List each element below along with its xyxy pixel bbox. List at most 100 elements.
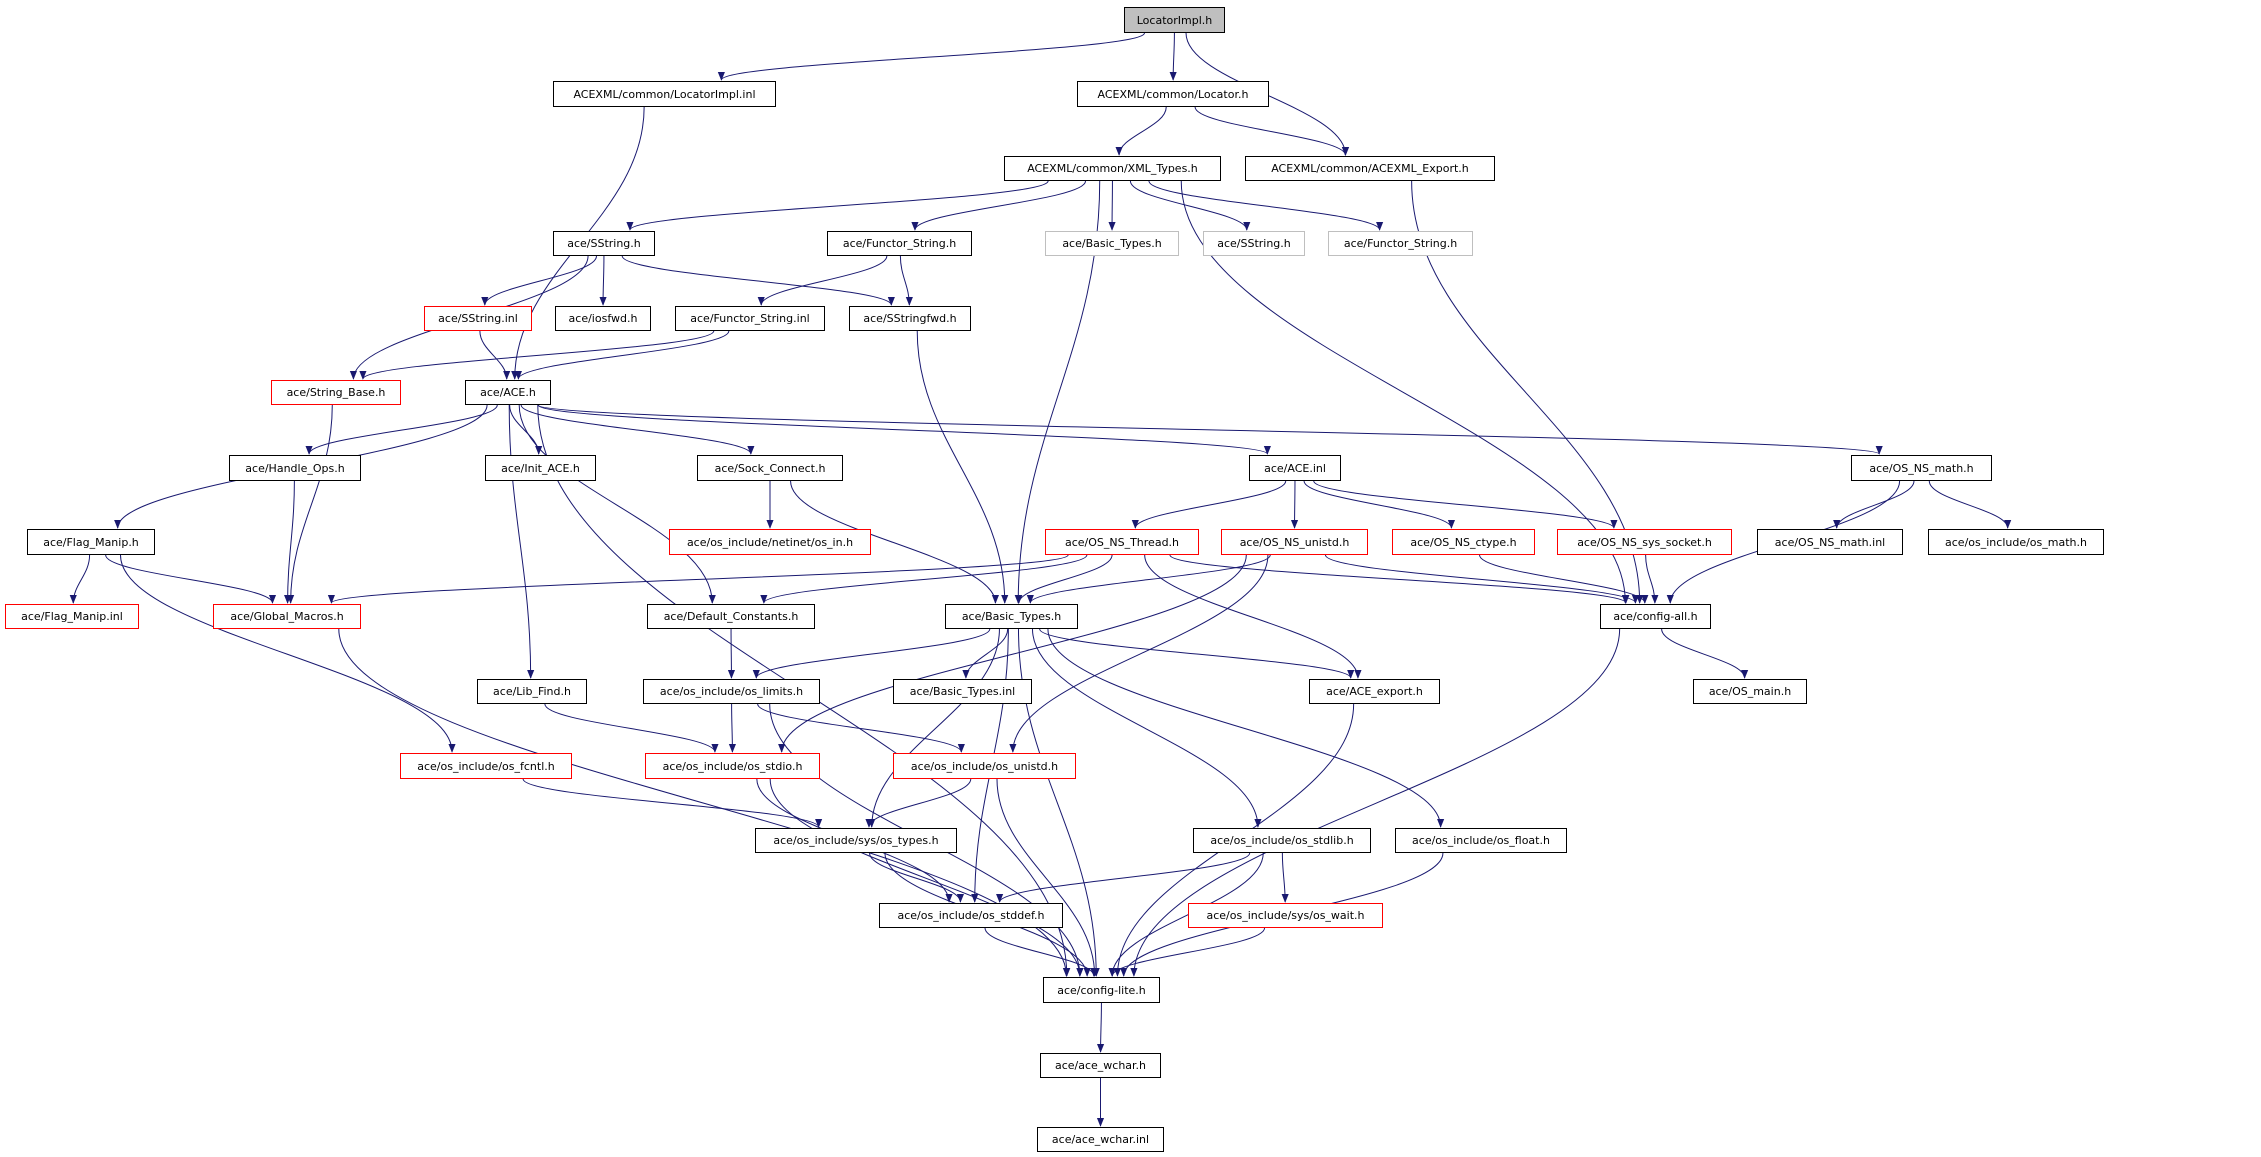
edge-sock_connect-to-basic_types [790,480,1000,604]
node-label: ace/os_include/os_limits.h [659,685,804,698]
node-label: ace/OS_main.h [1708,685,1792,698]
node-label: ace/Functor_String.h [1343,237,1458,250]
node-label: ace/ACE_export.h [1326,685,1423,698]
edge-locator-to-export [1194,106,1349,156]
graph-node[interactable]: ace/config-all.h [1600,604,1711,629]
node-label: ace/os_include/netinet/os_in.h [686,535,854,549]
graph-node[interactable]: ace/os_include/os_unistd.h [893,753,1076,779]
graph-node[interactable]: ACEXML/common/Locator.h [1077,81,1269,107]
edge-ace_h-to-default_const [518,404,716,604]
graph-node[interactable]: ace/os_include/os_math.h [1928,529,2104,555]
node-label: ace/os_include/sys/os_wait.h [1206,909,1365,922]
node-label: ace/ACE.h [480,386,536,399]
node-label: ace/Basic_Types.h [1062,237,1162,250]
graph-node[interactable]: ace/Flag_Manip.h [27,529,155,555]
node-label: ace/String_Base.h [286,386,386,399]
node-label: ACEXML/common/LocatorImpl.inl [573,87,756,101]
edge-ace_h-to-handle_ops [305,404,498,455]
edge-ns_unistd-to-os_stdio [778,554,1247,753]
edge-ace_h-to-os_ns_math [537,404,1883,455]
graph-node[interactable]: ace/Functor_String.h [827,231,972,256]
edge-xml_types-to-g_functor [1148,180,1384,231]
edge-xml_types-to-functor [911,180,1087,231]
graph-node[interactable]: ace/ace_wchar.h [1040,1053,1161,1078]
graph-node[interactable]: ACEXML/common/XML_Types.h [1004,156,1221,181]
edge-basic_types-to-os_types [868,628,1000,828]
graph-node[interactable]: ace/OS_NS_math.inl [1757,529,1903,555]
edge-os_stddef-to-config_lite [984,927,1098,977]
graph-node[interactable]: ace/iosfwd.h [555,306,651,331]
graph-node[interactable]: ace/SString.h [553,231,655,256]
graph-node[interactable]: ace/Functor_String.inl [675,306,825,331]
edge-ns_thread-to-config_all [1169,554,1630,604]
edge-string_base-to-global_macros [287,404,333,604]
graph-node[interactable]: ace/ACE_export.h [1309,679,1440,704]
edge-config_lite-to-wchar_h [1096,1002,1105,1053]
graph-node[interactable]: ace/SString.inl [424,306,532,331]
graph-node[interactable]: ace/Init_ACE.h [485,455,596,481]
edge-basic_types-to-basic_inl [962,628,1009,679]
edge-locator-to-xml_types [1115,106,1167,156]
edge-functor_inl-to-ace_h [514,330,730,380]
node-label: ace/config-all.h [1613,610,1698,623]
edge-ace_h-to-ace_inl [537,404,1271,455]
graph-node[interactable]: ace/Handle_Ops.h [229,455,361,481]
graph-node[interactable]: ace/Basic_Types.inl [893,679,1032,704]
edge-ns_socket-to-config_all [1645,554,1659,604]
edge-os_unistd-to-config_lite [996,778,1099,977]
graph-node[interactable]: ace/OS_NS_unistd.h [1221,529,1368,555]
node-label: ace/ace_wchar.inl [1051,1133,1150,1146]
edge-ns_ctype-to-config_all [1479,554,1649,604]
graph-node[interactable]: ace/os_include/os_stdlib.h [1193,828,1371,853]
graph-node[interactable]: ace/ACE.inl [1249,455,1341,481]
graph-node[interactable]: ace/Flag_Manip.inl [5,604,139,629]
graph-node[interactable]: ace/SString.h [1203,231,1305,256]
graph-node[interactable]: ace/os_include/sys/os_wait.h [1188,903,1383,928]
node-label: ace/SString.h [567,237,641,250]
edge-ace_h-to-sock_connect [520,404,755,455]
edge-config_all-to-config_lite [1130,628,1621,977]
graph-node[interactable]: ace/OS_main.h [1693,679,1807,704]
graph-node[interactable]: ACEXML/common/ACEXML_Export.h [1245,156,1495,181]
graph-node[interactable]: ace/os_include/netinet/os_in.h [669,529,871,555]
edge-root-to-locator [1169,32,1177,81]
graph-node[interactable]: ace/Functor_String.h [1328,231,1473,256]
graph-node[interactable]: ace/os_include/os_fcntl.h [400,753,572,779]
node-label: ACEXML/common/ACEXML_Export.h [1271,162,1469,175]
edge-functor-to-sstringfwd [899,255,913,306]
graph-node[interactable]: ace/SStringfwd.h [849,306,971,331]
graph-node[interactable]: ace/Sock_Connect.h [697,455,843,481]
graph-node[interactable]: ace/Basic_Types.h [1045,231,1179,256]
edge-basic_types-to-os_limits [752,628,991,679]
graph-node[interactable]: ace/os_include/os_stdio.h [645,753,820,779]
graph-node[interactable]: ace/String_Base.h [271,380,401,405]
node-label: ace/Sock_Connect.h [714,461,826,475]
graph-node[interactable]: ace/Basic_Types.h [945,604,1078,629]
graph-node[interactable]: ace/OS_NS_sys_socket.h [1557,529,1732,555]
graph-node[interactable]: ace/os_include/os_stddef.h [879,903,1063,928]
edge-basic_types-to-ace_export [1039,628,1355,679]
graph-node[interactable]: ACEXML/common/LocatorImpl.inl [553,81,776,107]
graph-node[interactable]: ace/Lib_Find.h [477,679,587,704]
node-label: ace/Default_Constants.h [663,610,799,623]
node-label: ace/Functor_String.h [842,237,957,250]
graph-node[interactable]: ace/Default_Constants.h [647,604,815,629]
graph-node[interactable]: ace/OS_NS_Thread.h [1045,529,1199,555]
graph-node[interactable]: ace/os_include/sys/os_types.h [755,828,957,853]
node-label: ace/os_include/os_stdio.h [662,759,803,773]
edge-root-to-limpl_inl [717,32,1145,81]
graph-node[interactable]: ace/ACE.h [465,380,551,405]
graph-node[interactable]: ace/os_include/os_float.h [1395,828,1567,853]
graph-node[interactable]: ace/os_include/os_limits.h [643,679,820,704]
graph-node[interactable]: ace/Global_Macros.h [213,604,361,629]
node-label: ace/OS_NS_ctype.h [1410,535,1517,549]
node-label: ace/os_include/os_fcntl.h [417,759,555,773]
graph-node[interactable]: ace/OS_NS_ctype.h [1392,529,1535,555]
edge-ns_unistd-to-basic_types [1026,554,1271,604]
graph-node[interactable]: ace/config-lite.h [1043,977,1160,1003]
edge-xml_types-to-sstring [626,180,1049,231]
edge-ace_h-to-lib_find [508,404,535,679]
graph-node[interactable]: ace/OS_NS_math.h [1851,455,1992,481]
graph-node[interactable]: ace/ace_wchar.inl [1037,1127,1164,1152]
